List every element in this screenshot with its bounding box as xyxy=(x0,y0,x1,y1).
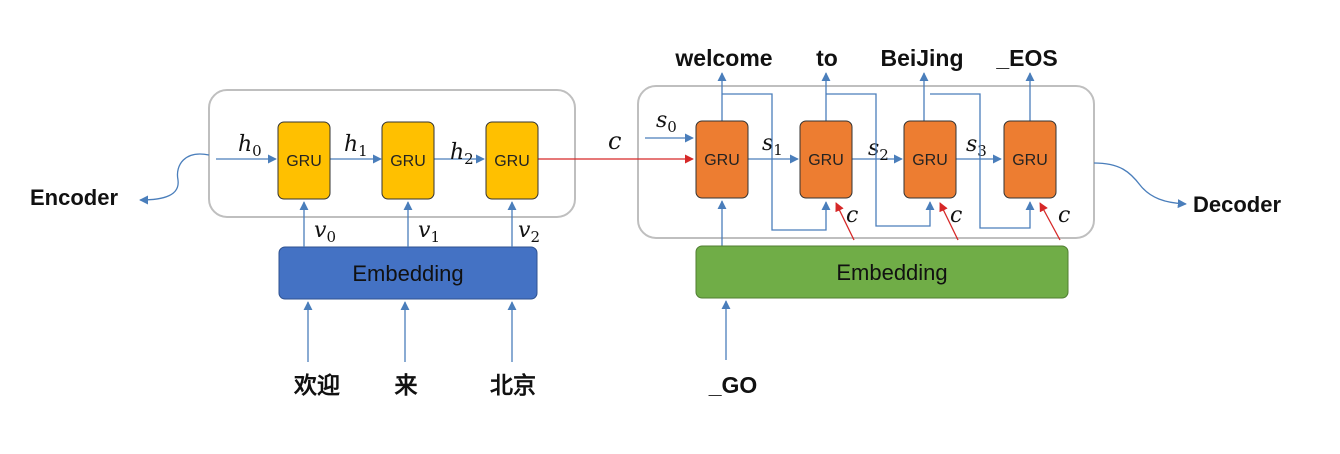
gru-label: GRU xyxy=(494,153,530,170)
h2-label: h2 xyxy=(450,140,474,168)
decoder-gru-2: GRU xyxy=(903,120,957,199)
encoder-pointer-arrow xyxy=(139,153,210,205)
context-label-2: c xyxy=(950,203,962,228)
gru-label: GRU xyxy=(286,153,322,170)
s2-label: s2 xyxy=(868,136,889,164)
decoder-embedding-label: Embedding xyxy=(836,260,947,285)
gru-label: GRU xyxy=(704,152,740,169)
h1-label: h1 xyxy=(344,132,368,160)
decoder-container xyxy=(637,85,1095,239)
context-label: c xyxy=(608,127,621,155)
decoder-label: Decoder xyxy=(1193,192,1281,217)
h0-label: h0 xyxy=(238,132,262,160)
decoder-embedding xyxy=(695,245,1069,299)
encoder-container xyxy=(208,89,576,218)
gru-label: GRU xyxy=(390,153,426,170)
output-word-2: BeiJing xyxy=(880,45,963,71)
context-label-3: c xyxy=(1058,203,1070,228)
gru-label: GRU xyxy=(1012,152,1048,169)
encoder-gru-0: GRU xyxy=(277,121,331,200)
feedback-loop-2 xyxy=(826,93,935,227)
input-word-0: 欢迎 xyxy=(293,372,340,398)
v1-label: v1 xyxy=(418,218,440,246)
output-word-0: welcome xyxy=(674,45,772,71)
input-word-2: 北京 xyxy=(490,372,536,398)
encoder-gru-2: GRU xyxy=(485,121,539,200)
gru-label: GRU xyxy=(808,152,844,169)
decoder-pointer-arrow xyxy=(1093,162,1187,209)
feedback-loop-1 xyxy=(722,93,831,231)
start-token: _GO xyxy=(708,372,758,398)
input-word-1: 来 xyxy=(395,372,419,398)
encoder-embedding-label: Embedding xyxy=(352,261,463,286)
context-label-1: c xyxy=(846,203,858,228)
s1-label: s1 xyxy=(762,131,783,159)
s0-label: s0 xyxy=(656,108,677,136)
output-word-1: to xyxy=(816,45,838,71)
context-arrow-3 xyxy=(1039,202,1061,241)
feedback-loop-3 xyxy=(930,93,1035,229)
encoder-gru-1: GRU xyxy=(381,121,435,200)
output-word-3: _EOS xyxy=(995,45,1057,71)
gru-label: GRU xyxy=(912,152,948,169)
s3-label: s3 xyxy=(966,132,987,160)
decoder-gru-3: GRU xyxy=(1003,120,1057,199)
decoder-gru-0: GRU xyxy=(695,120,749,199)
encoder-label: Encoder xyxy=(30,185,118,210)
v2-label: v2 xyxy=(518,218,540,246)
decoder-gru-1: GRU xyxy=(799,120,853,199)
context-arrow-2 xyxy=(939,202,959,241)
context-arrow-1 xyxy=(835,202,855,241)
v0-label: v0 xyxy=(314,218,336,246)
